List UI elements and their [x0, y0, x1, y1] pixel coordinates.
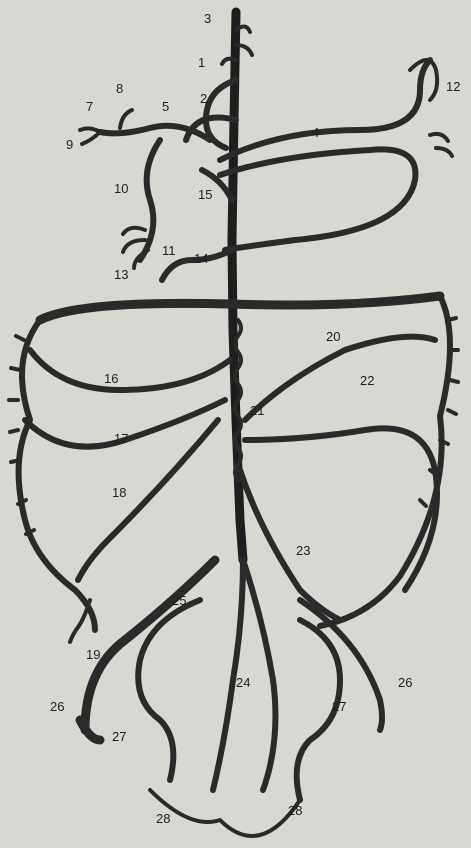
label-15: 15 — [198, 188, 212, 201]
label-8: 8 — [116, 82, 123, 95]
label-17: 17 — [114, 432, 128, 445]
vessel-19 — [70, 600, 90, 642]
vessel-left-outer-arc — [19, 320, 95, 630]
label-28-right: 28 — [288, 804, 302, 817]
label-27-left: 27 — [112, 730, 126, 743]
vessel-26-left-end — [80, 720, 100, 740]
label-16: 16 — [104, 372, 118, 385]
vessel-4-lower — [220, 149, 415, 250]
label-26-left: 26 — [50, 700, 64, 713]
vessel-4-branchlets — [430, 134, 452, 156]
vessel-28-base — [150, 790, 300, 836]
label-10: 10 — [114, 182, 128, 195]
vessel-22 — [245, 337, 435, 420]
label-3: 3 — [204, 12, 211, 25]
label-24: 24 — [236, 676, 250, 689]
vessel-4 — [220, 60, 430, 160]
label-28-left: 28 — [156, 812, 170, 825]
label-11: 11 — [162, 244, 176, 257]
vessel-7-9-branches — [80, 110, 132, 144]
label-21: 21 — [250, 404, 264, 417]
label-14: 14 — [194, 252, 208, 265]
label-9: 9 — [66, 138, 73, 151]
label-12: 12 — [446, 80, 460, 93]
label-27-right: 27 — [332, 700, 346, 713]
label-1: 1 — [198, 56, 205, 69]
vessel-25 — [85, 560, 215, 730]
label-5: 5 — [162, 100, 169, 113]
label-26-right: 26 — [398, 676, 412, 689]
label-19: 19 — [86, 648, 100, 661]
vessel-20 — [40, 296, 440, 320]
label-22: 22 — [360, 374, 374, 387]
label-18: 18 — [112, 486, 126, 499]
label-4: 4 — [312, 126, 319, 139]
label-13: 13 — [114, 268, 128, 281]
label-7: 7 — [86, 100, 93, 113]
label-25: 25 — [172, 594, 186, 607]
label-2: 2 — [200, 92, 207, 105]
label-20: 20 — [326, 330, 340, 343]
vessel-16 — [30, 350, 230, 390]
label-23: 23 — [296, 544, 310, 557]
